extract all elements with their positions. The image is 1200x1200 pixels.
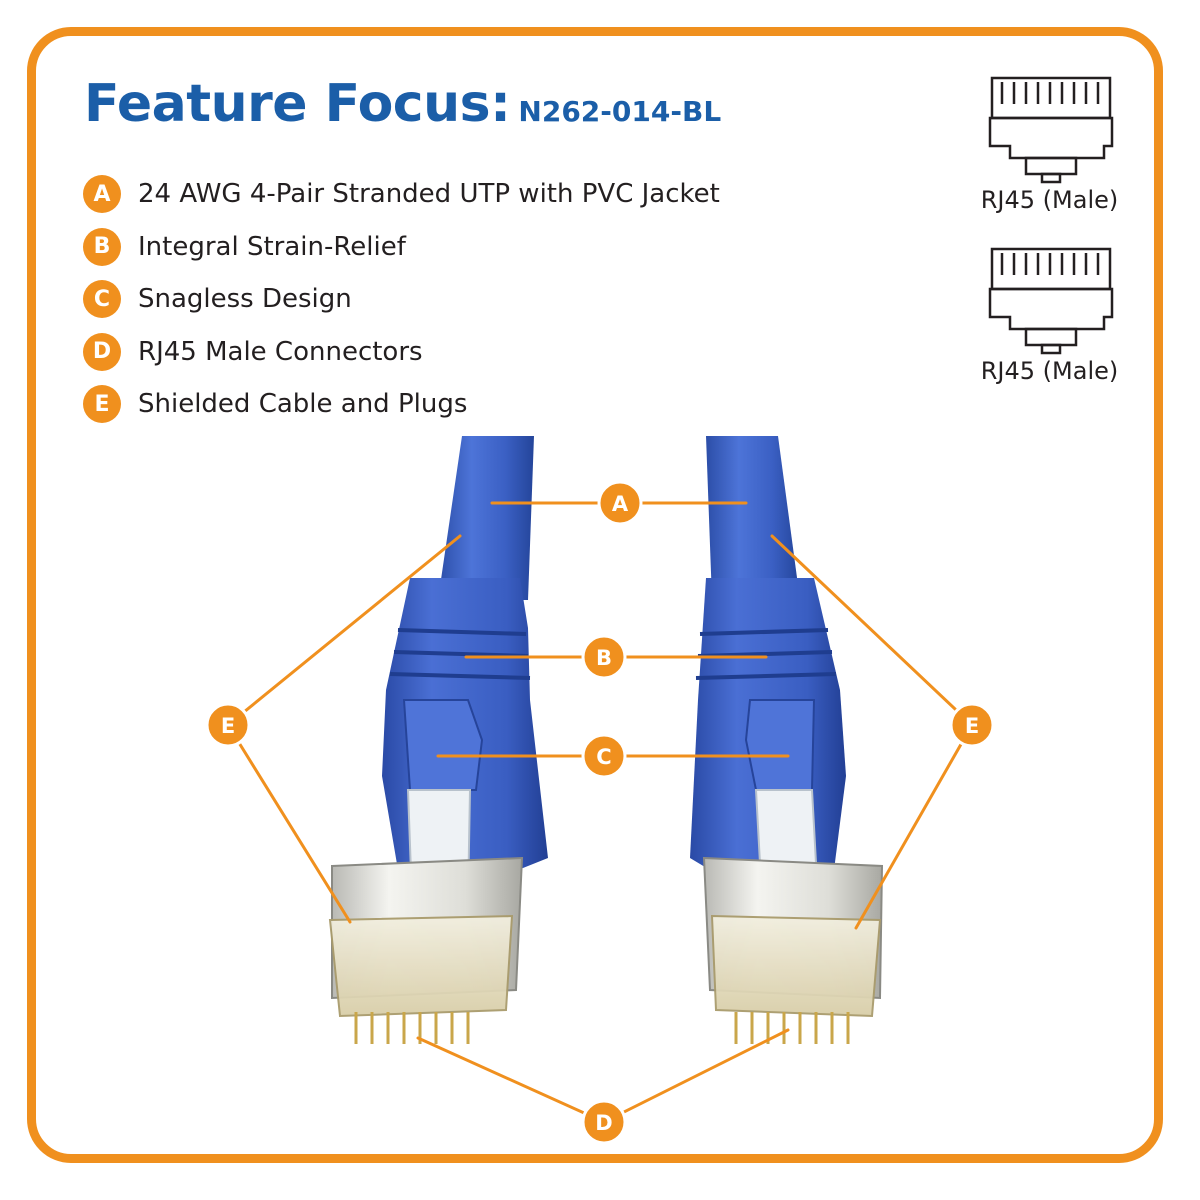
callout-e-right-label: E	[965, 714, 979, 738]
snagless-tab	[402, 699, 484, 791]
callout-d: D	[581, 1099, 627, 1145]
snagless-tab	[744, 699, 816, 791]
right-cable	[690, 436, 884, 1044]
callout-e-right: E	[949, 702, 995, 748]
feature-item: E Shielded Cable and Plugs	[83, 378, 720, 431]
callout-e-left: E	[205, 702, 251, 748]
boot-ribs	[389, 628, 531, 680]
plug-contacts	[354, 1012, 470, 1044]
callout-c: C	[581, 733, 627, 779]
feature-item: C Snagless Design	[83, 273, 720, 326]
model-number: N262-014-BL	[518, 95, 722, 128]
plug-body	[328, 914, 514, 1018]
feature-item: B Integral Strain-Relief	[83, 221, 720, 274]
rj45-diagram-bottom: RJ45 (Male)	[972, 243, 1127, 385]
frame	[27, 27, 1163, 1163]
feature-badge: C	[83, 280, 121, 319]
boot-ribs	[695, 628, 837, 680]
title-text: Feature Focus:	[84, 74, 511, 134]
left-cable	[328, 436, 548, 1044]
connector-label: RJ45 (Male)	[980, 357, 1119, 385]
callout-b-label: B	[596, 646, 612, 670]
callout-e-left-label: E	[221, 714, 235, 738]
feature-text: 24 AWG 4-Pair Stranded UTP with PVC Jack…	[138, 179, 720, 210]
callout-d-label: D	[595, 1111, 612, 1135]
feature-item: A 24 AWG 4-Pair Stranded UTP with PVC Jac…	[83, 168, 720, 221]
feature-text: Shielded Cable and Plugs	[138, 389, 468, 420]
plug-body	[710, 914, 882, 1018]
page-title: Feature Focus:N262-014-BL	[84, 74, 721, 134]
connector-label: RJ45 (Male)	[980, 186, 1119, 214]
feature-badge: A	[83, 175, 121, 214]
rj45-plug-icon	[988, 76, 1113, 184]
feature-badge: B	[83, 227, 121, 266]
rj45-diagram-top: RJ45 (Male)	[972, 72, 1127, 214]
cable-jacket	[706, 436, 800, 600]
feature-text: Integral Strain-Relief	[138, 231, 406, 262]
callout-a-label: A	[612, 492, 629, 516]
rj45-plug-icon	[988, 247, 1113, 355]
callout-c-label: C	[596, 745, 611, 769]
feature-text: Snagless Design	[138, 284, 352, 315]
feature-badge: E	[83, 385, 121, 424]
feature-item: D RJ45 Male Connectors	[83, 326, 720, 379]
callout-a: A	[597, 480, 643, 526]
plug-contacts	[734, 1012, 850, 1044]
callout-leaders	[226, 501, 974, 1124]
feature-badge: D	[83, 332, 121, 371]
cable-jacket	[438, 436, 534, 600]
feature-list: A 24 AWG 4-Pair Stranded UTP with PVC Jac…	[83, 168, 720, 431]
callout-b: B	[581, 634, 627, 680]
feature-text: RJ45 Male Connectors	[138, 336, 423, 367]
